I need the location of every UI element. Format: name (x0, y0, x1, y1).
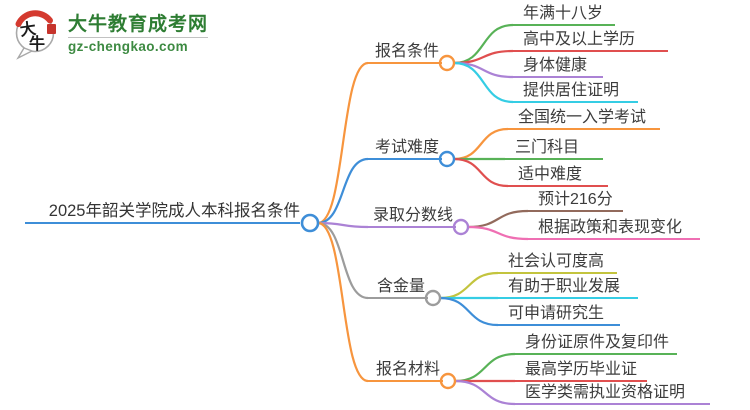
logo-char-top: 大 (19, 19, 38, 40)
child-node-3-1: 预计216分 (528, 189, 623, 212)
child-node-4-3: 可申请研究生 (498, 303, 620, 326)
bubble-tail (16, 47, 34, 60)
branch-node-3: 录取分数线 (368, 205, 456, 228)
logo-char-bottom: 牛 (29, 34, 45, 53)
branch-circle (452, 218, 470, 236)
red-seal (47, 24, 56, 34)
branch-connector (317, 157, 369, 225)
child-connector (454, 379, 516, 406)
mindmap-root-node: 2025年韶关学院成人本科报名条件 (25, 201, 300, 224)
child-node-3-2: 根据政策和表现变化 (528, 217, 700, 240)
logo-separator (68, 37, 209, 38)
branch-node-5: 报名材料 (368, 359, 443, 382)
child-node-1-1: 年满十八岁 (513, 3, 615, 26)
branch-node-2: 考试难度 (368, 137, 442, 160)
child-connector (467, 209, 529, 229)
branch-circle (438, 54, 456, 72)
branch-node-1: 报名条件 (368, 41, 442, 64)
branch-circle (439, 372, 457, 390)
logo-title: 大牛教育成考网 (68, 14, 209, 35)
child-node-2-2: 三门科目 (505, 137, 603, 160)
child-node-1-3: 身体健康 (513, 55, 603, 78)
child-connector (453, 157, 509, 188)
branch-node-4: 含金量 (368, 276, 428, 299)
child-connector (453, 127, 509, 161)
child-node-5-3: 医学类需执业资格证明 (515, 382, 710, 405)
child-node-5-1: 身份证原件及复印件 (515, 332, 677, 355)
child-node-4-1: 社会认可度高 (498, 251, 617, 274)
child-connector (454, 352, 516, 383)
branch-connector (317, 221, 369, 229)
logo-domain: gz-chengkao.com (68, 39, 189, 54)
child-connector (453, 61, 514, 104)
child-node-2-3: 适中难度 (508, 164, 608, 187)
child-node-1-2: 高中及以上学历 (513, 29, 668, 52)
child-node-2-1: 全国统一入学考试 (508, 107, 660, 130)
child-connector (439, 296, 499, 327)
child-node-5-2: 最高学历毕业证 (515, 359, 647, 382)
red-arc (15, 10, 53, 27)
child-node-1-4: 提供居住证明 (513, 80, 638, 103)
branch-connector (317, 221, 369, 300)
branch-circle (438, 150, 456, 168)
child-connector (439, 271, 499, 300)
root-circle (300, 213, 320, 233)
site-logo[interactable]: 大 牛 大牛教育成考网 gz-chengkao.com (12, 8, 209, 60)
child-node-4-2: 有助于职业发展 (498, 276, 638, 299)
speech-bubble-logo-icon: 大 牛 (15, 10, 56, 60)
branch-circle (424, 289, 442, 307)
branch-connector (317, 221, 369, 383)
child-connector (467, 225, 529, 241)
branch-connector (317, 61, 369, 225)
